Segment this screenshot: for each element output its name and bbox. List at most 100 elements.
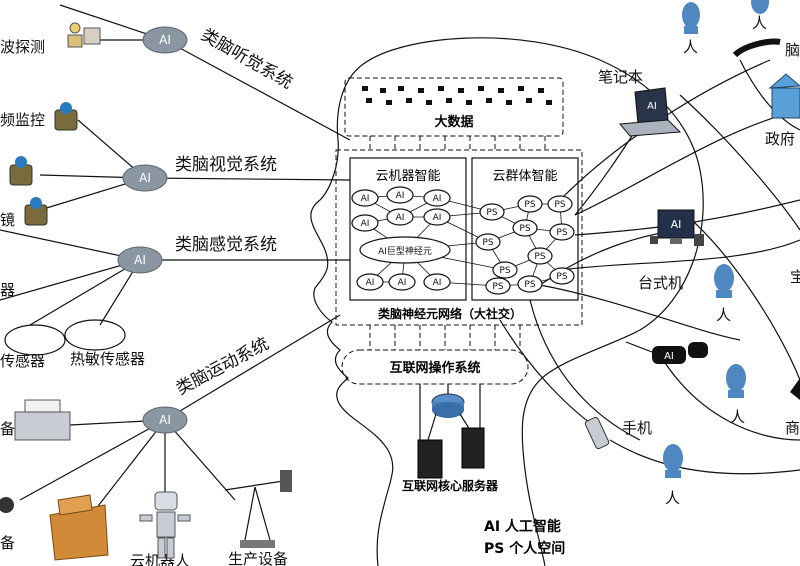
ai-node: AI [423,208,451,226]
svg-text:PS: PS [534,252,545,262]
brain-partial-label: 脑 [785,41,800,59]
person-icon [714,264,734,298]
svg-text:PS: PS [524,200,535,210]
svg-text:AI: AI [361,194,370,204]
camera-icon [54,102,78,131]
laptop-label: 笔记本 [598,68,643,86]
person-icon [682,2,700,34]
svg-text:PS: PS [492,282,503,292]
wave-detect-label: 波探测 [0,38,45,56]
sensor-oval-1 [4,324,66,356]
visual-system-label: 类脑视觉系统 [175,155,277,175]
ai-node: AI [386,208,414,226]
equip-bottom-left-label: 备 [0,534,15,552]
laptop-screen-label: AI [647,101,657,112]
svg-text:AI: AI [433,213,442,223]
ps-node: PS [549,223,575,241]
robot-icon [139,491,191,559]
router-server-link-2 [459,413,471,431]
ai-giant-neuron: AI巨型神经元 [359,236,451,264]
svg-text:AI: AI [396,191,405,201]
laptop-icon: AI [619,87,682,137]
person-icon [751,0,769,14]
partial-device-icon [790,378,800,400]
person-label: 人 [665,489,680,507]
svg-text:PS: PS [556,272,567,282]
core-server-label: 互联网核心服务器 [402,478,499,493]
ai-node: AI [386,186,414,204]
vertical-connectors [369,136,546,350]
ai-node: AI [423,189,451,207]
equip-left-label: 备 [0,420,15,438]
device-partial-label: 器 [0,281,15,299]
printer-icon [14,399,71,441]
camera-icon-2 [9,156,33,186]
ps-node: PS [512,219,538,237]
svg-text:AI: AI [433,278,442,288]
wave-detector-icon [67,22,101,48]
cloud-machine-label: 云机器智能 [375,169,440,184]
box-icon [49,494,109,561]
svg-text:AI: AI [361,219,370,229]
ps-node: PS [517,275,543,293]
desktop-screen-label: AI [671,218,682,231]
head-outline [310,37,704,566]
government-building-icon [768,73,800,119]
network-box [335,149,583,326]
sensory-system-label: 类脑感觉系统 [175,235,277,255]
big-data-box [344,77,564,137]
ps-node: PS [517,195,543,213]
hub-visual-label: AI [139,171,151,185]
ai-node: AI [356,273,384,291]
cloud-group-label: 云群体智能 [492,169,557,184]
svg-text:PS: PS [524,280,535,290]
ai-glasses-icon: AI [625,341,708,364]
ai-node: AI [351,214,379,232]
cloud-robot-label: 云机器人 [130,552,190,566]
svg-text:PS: PS [519,224,530,234]
camera-bottom-icon [0,497,14,513]
svg-text:AI: AI [396,213,405,223]
sensor-partial-label: 传感器 [0,352,45,370]
svg-text:PS: PS [554,200,565,210]
oil-pump-icon [224,470,292,548]
government-label: 政府 [765,130,795,148]
phone-label: 手机 [622,419,652,437]
cloud-group-box [471,157,579,301]
phone-icon [584,416,610,450]
person-label: 人 [683,38,698,56]
network-caption: 类脑神经元网络（大社交） [378,306,522,321]
glasses-screen-label: AI [664,351,674,362]
svg-text:PS: PS [499,266,510,276]
svg-text:PS: PS [482,238,493,248]
person-label: 人 [716,306,731,324]
router-icon [431,393,465,418]
ps-node: PS [527,247,553,265]
internet-os-label: 互联网操作系统 [389,360,480,376]
person-label: 人 [752,14,767,32]
big-data-label: 大数据 [434,114,473,130]
svg-text:PS: PS [486,208,497,218]
camera-icon-3 [24,197,48,226]
svg-text:PS: PS [556,228,567,238]
internet-os-box [341,349,529,385]
server-icon [417,427,485,479]
video-monitor-label: 频监控 [0,111,45,129]
ps-node: PS [547,195,573,213]
desktop-label: 台式机 [638,274,683,292]
ai-node: AI [351,189,379,207]
big-data-dots [362,86,552,105]
hub-motor-label: AI [159,413,171,427]
headset-icon [732,38,781,58]
person-icon [726,364,746,398]
hub-sensory: AI [117,246,163,274]
svg-text:AI: AI [433,194,442,204]
ps-node: PS [475,233,501,251]
router-server-link-1 [427,413,437,441]
legend-ai: AI 人工智能 [484,518,561,535]
desktop-icon: AI [650,209,704,246]
person-icon [663,444,683,478]
cloud-machine-box [349,157,467,301]
mirror-label: 镜 [0,211,15,229]
hub-auditory-label: AI [159,33,171,47]
